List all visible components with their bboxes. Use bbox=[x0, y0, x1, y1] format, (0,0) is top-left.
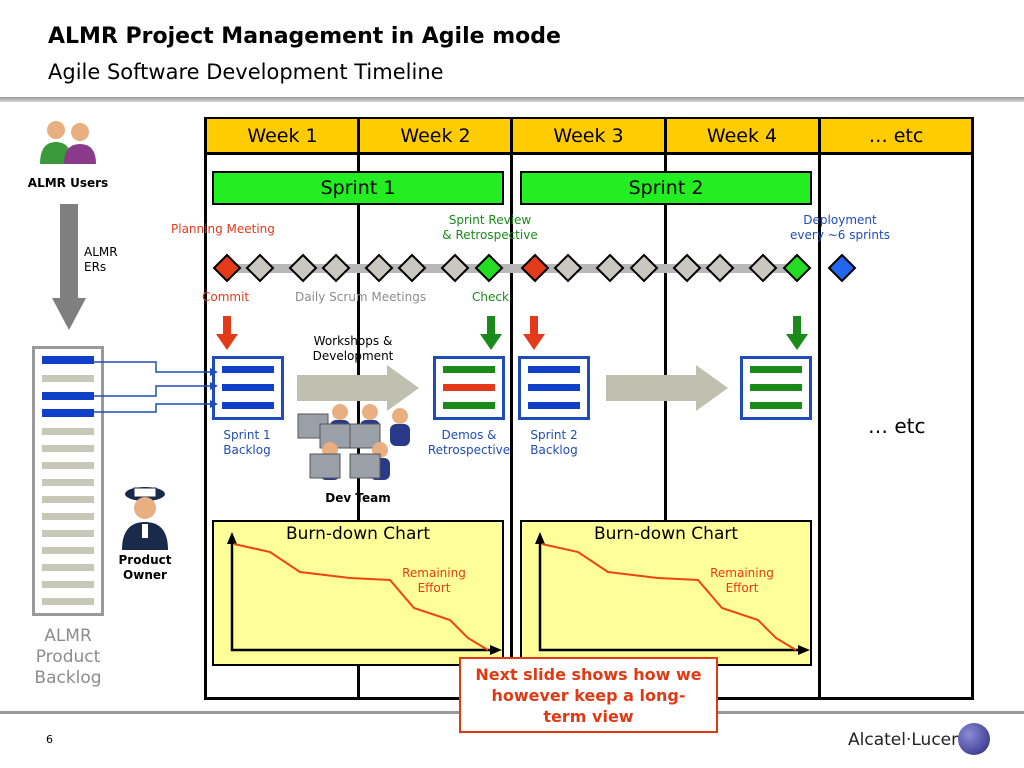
workshops-label-1: Workshops & bbox=[313, 334, 393, 348]
sprint1-backlog-label-1: Sprint 1 bbox=[223, 428, 271, 442]
sprint1-backlog-label-2: Backlog bbox=[223, 443, 271, 457]
product-owner-label-1: Product bbox=[118, 553, 172, 567]
almr-ers-label-1: ALMR bbox=[84, 245, 118, 259]
week-header-4: Week 4 bbox=[666, 119, 818, 153]
almr-ers-label-2: ERs bbox=[84, 260, 107, 274]
callout-line-3: term view bbox=[543, 707, 634, 726]
scrum-diamond-12 bbox=[748, 253, 778, 283]
scrum-diamond-10 bbox=[672, 253, 702, 283]
users-icon bbox=[40, 121, 96, 164]
workshops-arrow bbox=[297, 365, 419, 411]
scrum-diamond-6 bbox=[440, 253, 470, 283]
commit-arrow-2 bbox=[523, 316, 545, 350]
ers-arrow bbox=[52, 204, 86, 330]
etc-label: … etc bbox=[868, 414, 926, 438]
sprint2-work-arrow bbox=[606, 365, 728, 411]
company-logo-icon bbox=[958, 723, 990, 755]
burndown-graph-2 bbox=[535, 532, 810, 655]
demos-label-1: Demos & bbox=[441, 428, 497, 442]
week-header-underline bbox=[207, 152, 971, 155]
daily-scrum-label: Daily Scrum Meetings bbox=[295, 290, 427, 304]
callout-line-1: Next slide shows how we bbox=[475, 665, 702, 684]
commit-label: Commit bbox=[202, 290, 250, 304]
dev-team-image bbox=[297, 404, 410, 480]
burndown-chart-2: Burn-down Chart Remaining Effort bbox=[520, 520, 812, 666]
dev-team-label: Dev Team bbox=[325, 491, 391, 505]
scrum-diamond-9 bbox=[629, 253, 659, 283]
scrum-diamond-1 bbox=[245, 253, 275, 283]
week-header-3: Week 3 bbox=[513, 119, 664, 153]
burndown-title-1: Burn-down Chart bbox=[285, 524, 431, 544]
burndown-title-2: Burn-down Chart bbox=[593, 524, 739, 544]
remaining-effort-label-1a: Remaining bbox=[402, 566, 466, 580]
deployment-label-2: every ~6 sprints bbox=[790, 228, 890, 242]
scrum-diamond-3 bbox=[321, 253, 351, 283]
week-divider-2 bbox=[510, 119, 513, 699]
page-number: 6 bbox=[46, 733, 53, 746]
deployment-diamond bbox=[827, 253, 857, 283]
backlog-label-1: ALMR bbox=[44, 626, 92, 646]
product-owner-label-2: Owner bbox=[123, 568, 167, 582]
workshops-label-2: Development bbox=[312, 349, 394, 363]
week-header-2: Week 2 bbox=[360, 119, 511, 153]
header-divider bbox=[0, 97, 1024, 102]
remaining-effort-label-1b: Effort bbox=[417, 581, 451, 595]
check-label: Check bbox=[472, 290, 509, 304]
commit-diamond-2 bbox=[520, 253, 550, 283]
sprint-review-label-2: & Retrospective bbox=[442, 228, 538, 242]
remaining-effort-label-2b: Effort bbox=[725, 581, 759, 595]
check-arrow-2 bbox=[786, 316, 808, 350]
product-backlog-stack bbox=[32, 346, 104, 616]
sprint2-backlog-doc bbox=[518, 356, 590, 420]
demos-doc bbox=[433, 356, 505, 420]
check-diamond-2 bbox=[782, 253, 812, 283]
week-divider-3 bbox=[664, 119, 667, 699]
commit-arrow-1 bbox=[216, 316, 238, 350]
sprint2-result-doc bbox=[740, 356, 812, 420]
sprint2-backlog-label-2: Backlog bbox=[530, 443, 578, 457]
sprint-bar-1: Sprint 1 bbox=[212, 171, 504, 205]
week-divider-4 bbox=[818, 119, 821, 699]
week-divider-1 bbox=[357, 119, 360, 699]
almr-users-label: ALMR Users bbox=[27, 176, 109, 190]
deployment-label-1: Deployment bbox=[803, 213, 877, 227]
check-arrow-1 bbox=[480, 316, 502, 350]
week-header-1: Week 1 bbox=[207, 119, 358, 153]
planning-meeting-label: Planning Meeting bbox=[171, 222, 275, 236]
scrum-diamond-8 bbox=[595, 253, 625, 283]
company-logo-text: Alcatel·Lucent bbox=[848, 730, 969, 750]
sprint2-backlog-label-1: Sprint 2 bbox=[530, 428, 578, 442]
burndown-chart-1: Burn-down Chart Remaining Effort bbox=[212, 520, 504, 666]
remaining-effort-label-2a: Remaining bbox=[710, 566, 774, 580]
slide-subtitle: Agile Software Development Timeline bbox=[48, 60, 444, 84]
sprint-bar-2: Sprint 2 bbox=[520, 171, 812, 205]
scrum-diamond-11 bbox=[705, 253, 735, 283]
backlog-label-2: Product bbox=[35, 647, 101, 667]
meeting-timeline bbox=[212, 253, 857, 283]
commit-diamond-1 bbox=[212, 253, 242, 283]
week-header-etc: … etc bbox=[821, 119, 971, 153]
callout-box: Next slide shows how we however keep a l… bbox=[459, 657, 718, 733]
backlog-label-3: Backlog bbox=[34, 668, 102, 688]
demos-label-2: Retrospective bbox=[427, 443, 511, 457]
scrum-diamond-2 bbox=[288, 253, 318, 283]
scrum-diamond-5 bbox=[397, 253, 427, 283]
burndown-graph-1 bbox=[227, 532, 502, 655]
backlog-connectors bbox=[94, 361, 218, 413]
scrum-diamond-7 bbox=[553, 253, 583, 283]
scrum-diamond-4 bbox=[364, 253, 394, 283]
slide-title: ALMR Project Management in Agile mode bbox=[48, 24, 561, 49]
product-owner-icon bbox=[122, 487, 168, 550]
sprint-review-label-1: Sprint Review bbox=[448, 213, 532, 227]
check-diamond-1 bbox=[474, 253, 504, 283]
callout-line-2: however keep a long- bbox=[491, 686, 686, 705]
